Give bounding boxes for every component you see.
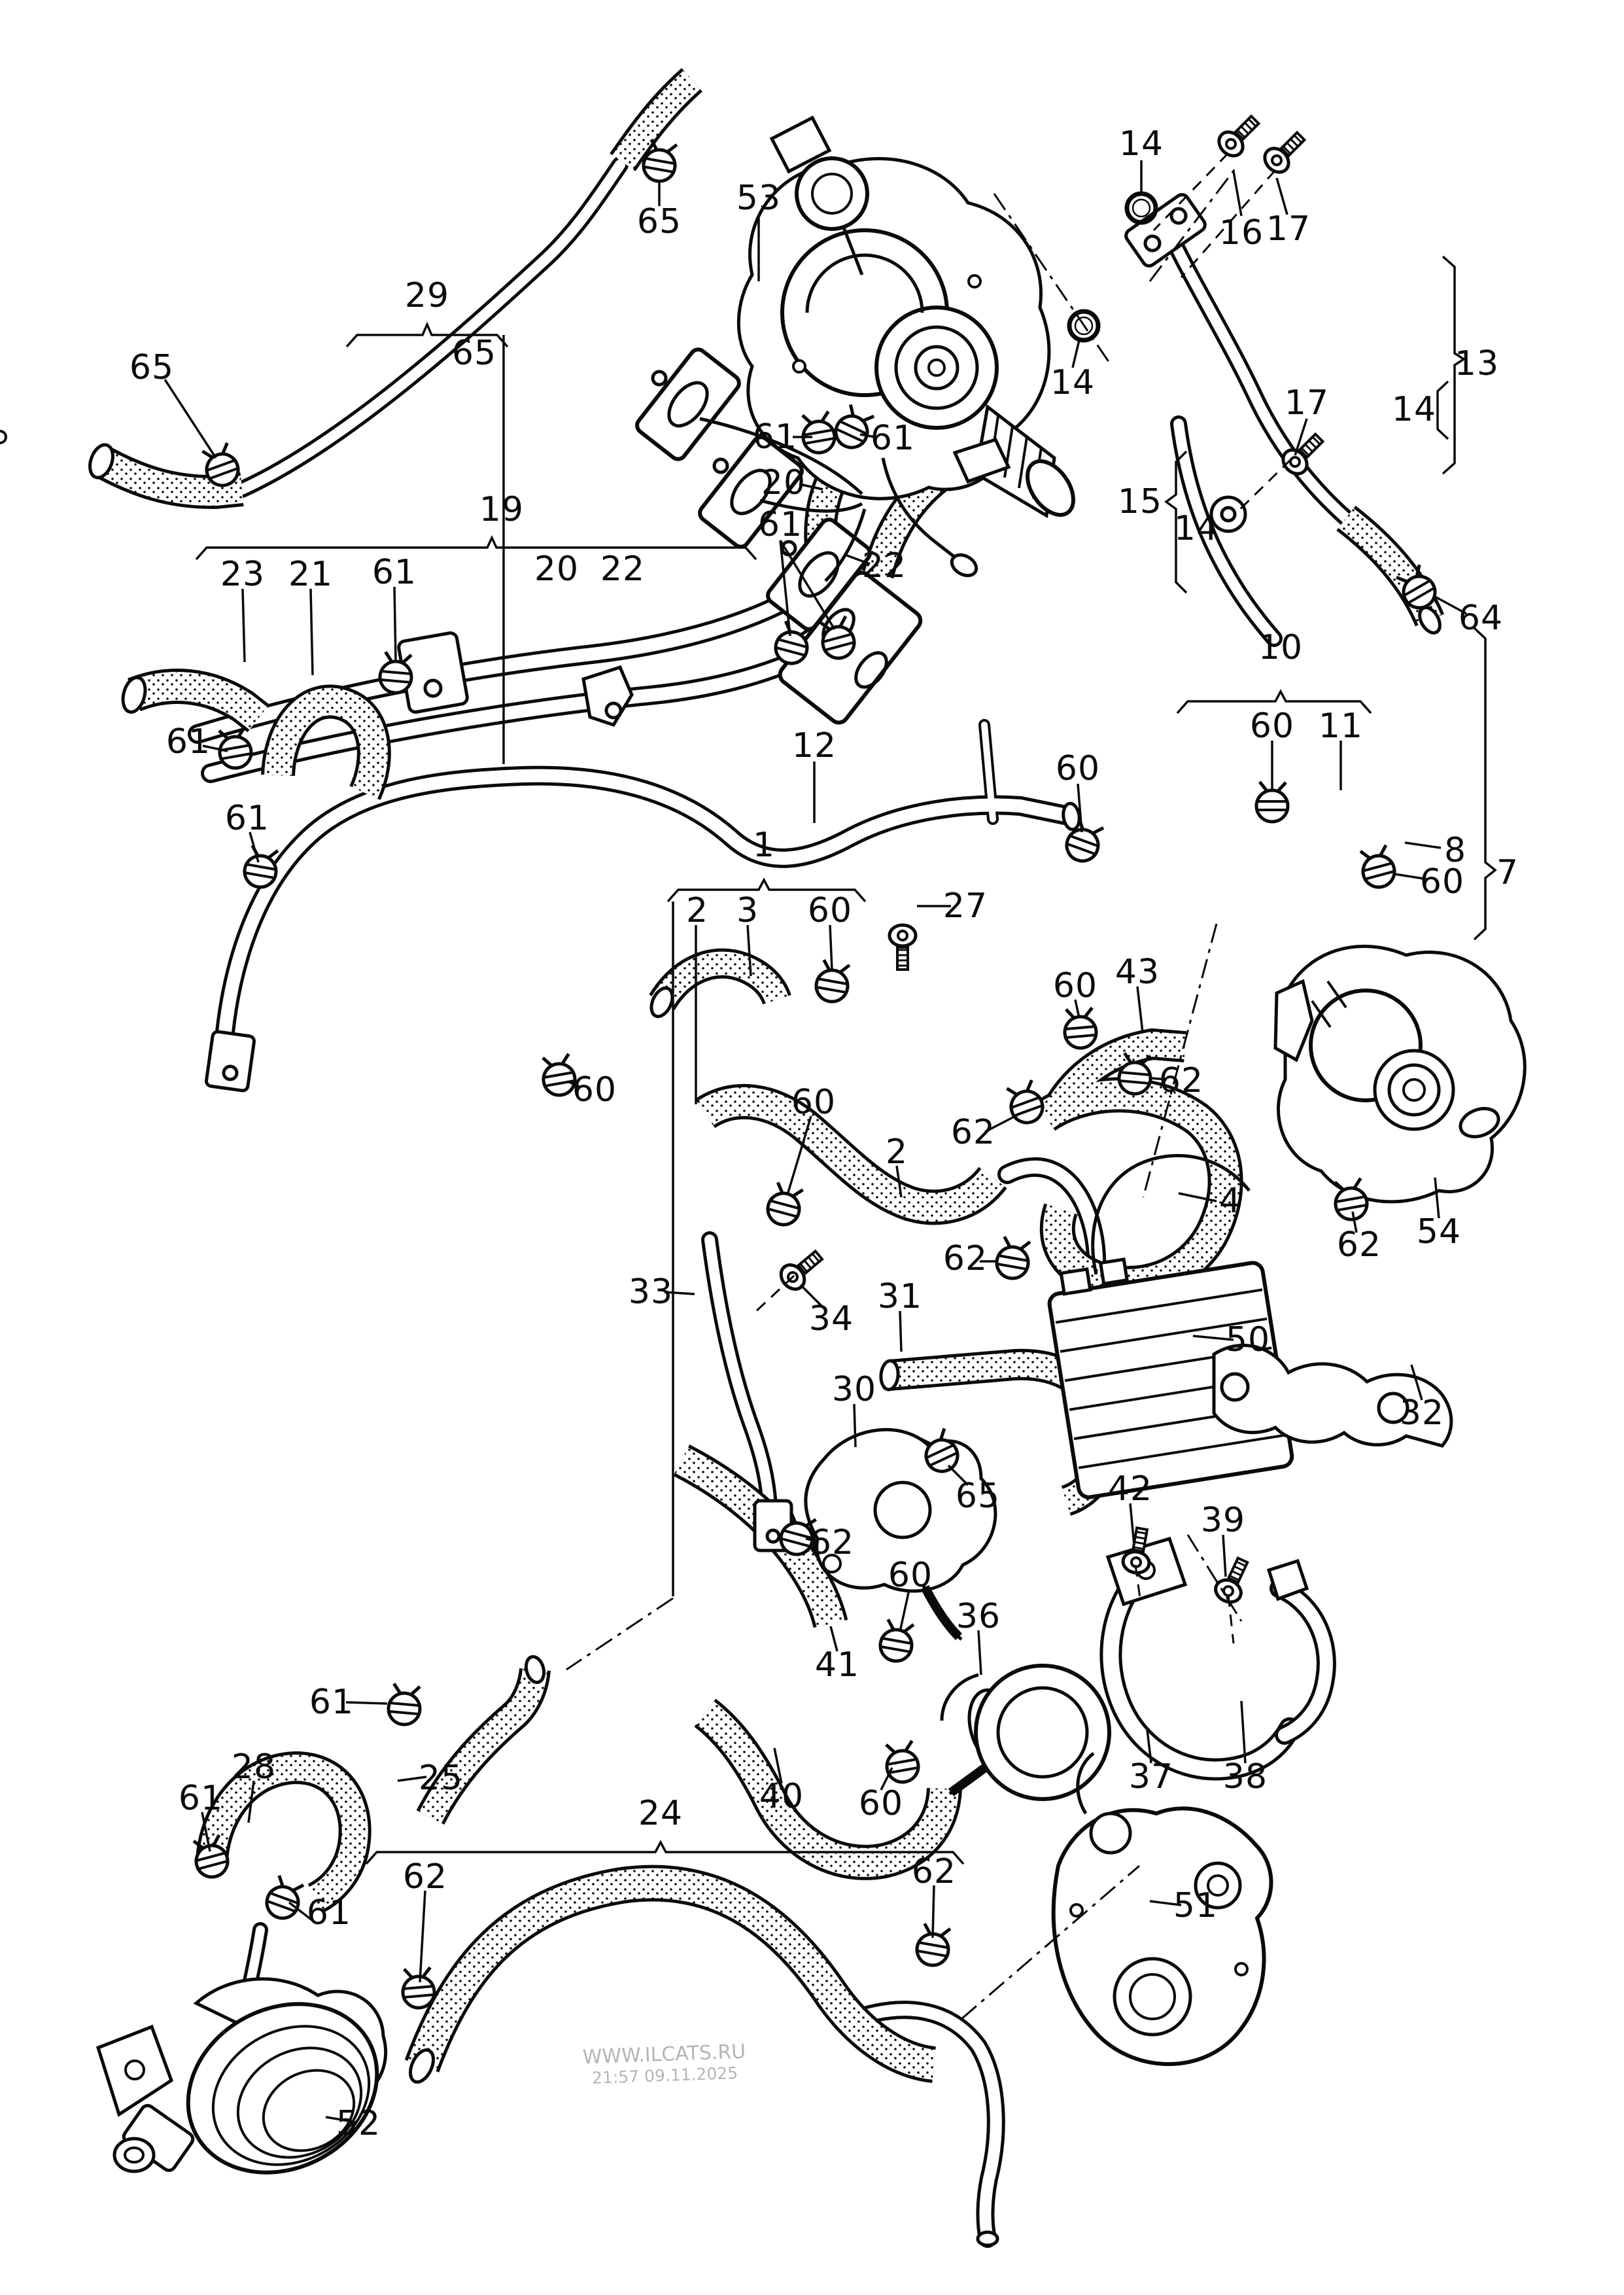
- callout-11: 11: [1318, 707, 1364, 746]
- callout-3: 3: [736, 891, 759, 930]
- callout-22: 22: [861, 546, 907, 586]
- callout-10: 10: [1258, 628, 1304, 667]
- callout-60: 60: [1419, 862, 1465, 902]
- callout-60: 60: [791, 1083, 837, 1122]
- callout-61: 61: [870, 419, 916, 458]
- callout-7: 7: [1496, 853, 1519, 892]
- callout-25: 25: [418, 1759, 464, 1798]
- callout-21: 21: [288, 555, 334, 594]
- callout-51: 51: [1173, 1886, 1218, 1925]
- callout-15: 15: [1117, 482, 1163, 521]
- group-brackets: [195, 255, 1497, 1865]
- callout-13: 13: [1454, 344, 1500, 383]
- callout-61: 61: [224, 799, 270, 838]
- callout-14: 14: [1050, 363, 1096, 402]
- callout-1: 1: [752, 826, 776, 865]
- callout-2: 2: [685, 891, 709, 930]
- callout-61: 61: [165, 722, 211, 762]
- callout-29: 29: [404, 276, 450, 315]
- callout-61: 61: [371, 553, 417, 592]
- callout-64: 64: [1458, 599, 1504, 638]
- callout-62: 62: [950, 1113, 996, 1152]
- support-bracket-32: [1212, 1343, 1453, 1448]
- callout-43: 43: [1114, 953, 1160, 992]
- callout-61: 61: [178, 1779, 224, 1818]
- flanges-and-plates: [205, 193, 1247, 1552]
- callout-61: 61: [309, 1683, 354, 1722]
- callout-14: 14: [1173, 509, 1219, 548]
- callout-62: 62: [911, 1852, 957, 1891]
- callout-60: 60: [888, 1556, 933, 1595]
- callout-53: 53: [736, 179, 782, 218]
- callout-37: 37: [1128, 1757, 1174, 1796]
- callout-33: 33: [628, 1272, 674, 1312]
- callout-65: 65: [129, 348, 175, 387]
- callout-24: 24: [638, 1794, 683, 1833]
- callout-34: 34: [808, 1299, 854, 1339]
- callout-12: 12: [791, 726, 837, 765]
- callout-61: 61: [306, 1893, 352, 1933]
- callout-20: 20: [534, 550, 579, 589]
- callout-65: 65: [955, 1477, 1001, 1516]
- pump-bracket-38: [1266, 1558, 1336, 1745]
- callout-62: 62: [942, 1239, 988, 1278]
- callout-27: 27: [942, 886, 988, 926]
- callout-20: 20: [761, 463, 806, 502]
- auxiliary-water-pump-36: [940, 1664, 1111, 1801]
- watermark: WWW.ILCATS.RU 21:57 09.11.2025: [582, 2041, 747, 2088]
- callout-60: 60: [1055, 749, 1101, 788]
- callout-38: 38: [1222, 1757, 1268, 1796]
- callout-2: 2: [885, 1132, 908, 1172]
- callout-65: 65: [636, 202, 682, 241]
- callout-62: 62: [1158, 1061, 1204, 1100]
- callout-60: 60: [807, 891, 853, 930]
- callout-39: 39: [1200, 1501, 1246, 1540]
- callout-17: 17: [1266, 209, 1311, 249]
- callout-40: 40: [759, 1777, 804, 1816]
- callout-4: 4: [1218, 1182, 1242, 1221]
- callout-52: 52: [336, 2104, 381, 2143]
- callout-60: 60: [858, 1784, 904, 1823]
- thermostat-unit-52: [95, 1977, 388, 2175]
- turbocharger-54-illustration: [1273, 945, 1527, 1204]
- callout-19: 19: [479, 490, 525, 529]
- callout-30: 30: [831, 1370, 877, 1409]
- callout-36: 36: [956, 1597, 1001, 1636]
- callout-17: 17: [1284, 383, 1330, 423]
- callout-16: 16: [1218, 213, 1264, 253]
- callout-42: 42: [1107, 1469, 1153, 1509]
- callout-61: 61: [752, 417, 798, 457]
- callout-14: 14: [1391, 390, 1437, 429]
- leader-lines: [164, 160, 1467, 2124]
- callout-62: 62: [809, 1523, 855, 1562]
- callout-22: 22: [600, 550, 646, 589]
- callout-14: 14: [1118, 124, 1164, 164]
- callout-60: 60: [572, 1070, 617, 1110]
- coolant-pump-51: [1051, 1751, 1273, 2067]
- callout-65: 65: [451, 334, 497, 373]
- callout-28: 28: [231, 1747, 277, 1787]
- callout-60: 60: [1249, 707, 1295, 746]
- turbocharger-illustration: [0, 115, 1075, 578]
- callout-32: 32: [1399, 1393, 1445, 1433]
- alignment-dash-lines: [566, 152, 1292, 2020]
- callout-31: 31: [877, 1277, 923, 1316]
- callout-8: 8: [1443, 831, 1467, 870]
- callout-61: 61: [757, 505, 803, 544]
- callout-50: 50: [1225, 1320, 1271, 1359]
- exhaust-manifold-53: [635, 347, 923, 725]
- callout-23: 23: [220, 555, 266, 594]
- callout-41: 41: [814, 1645, 860, 1685]
- callout-62: 62: [402, 1857, 448, 1897]
- callout-60: 60: [1052, 966, 1098, 1006]
- callout-54: 54: [1416, 1212, 1462, 1252]
- callout-62: 62: [1336, 1225, 1382, 1265]
